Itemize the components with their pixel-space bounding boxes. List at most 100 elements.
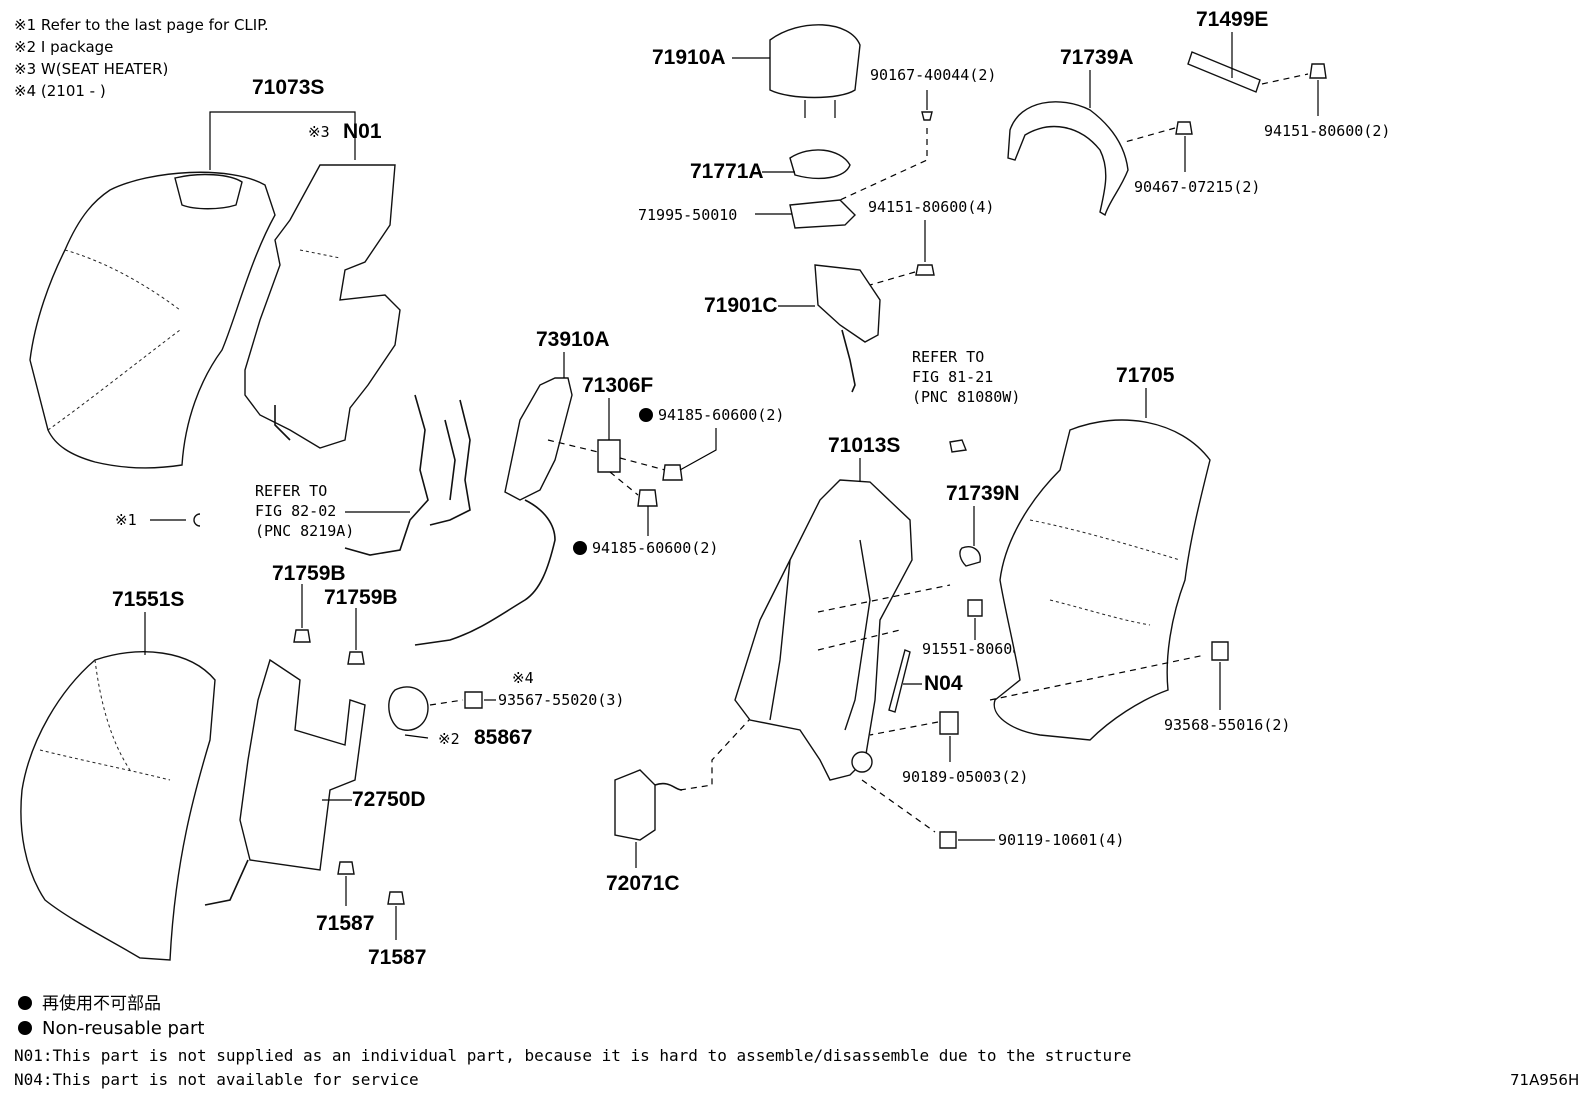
label-93567: 93567-55020(3) <box>498 691 624 709</box>
label-93568: 93568-55016(2) <box>1164 716 1290 734</box>
label-71306F: 71306F <box>582 374 653 397</box>
label-72750D: 72750D <box>352 788 426 811</box>
seatback-frame-illustration <box>734 479 913 781</box>
non-reusable-dot-b <box>573 541 587 555</box>
label-71705: 71705 <box>1116 364 1175 387</box>
seatback-cover-illustration <box>29 171 276 469</box>
label-73910A: 73910A <box>536 328 610 351</box>
back-board-trim-illustration <box>1007 101 1129 217</box>
bracket-illustration <box>789 199 856 229</box>
bracket-71306F <box>597 439 621 473</box>
label-71910A: 71910A <box>652 46 726 69</box>
refer-82-3: (PNC 8219A) <box>255 522 354 540</box>
connector-81080W-icon <box>949 439 967 453</box>
dash-frame-b <box>817 629 901 651</box>
dash-71306F-b <box>619 457 666 471</box>
label-71587-a: 71587 <box>316 912 374 935</box>
label-90467: 90467-07215(2) <box>1134 178 1260 196</box>
label-94185-a: 94185-60600(2) <box>658 406 784 424</box>
refer-82-1: REFER TO <box>255 482 327 500</box>
clip-71587-b <box>387 891 405 905</box>
label-71073S: 71073S <box>252 76 324 99</box>
label-71759B-a: 71759B <box>272 562 346 585</box>
label-71759B-b: 71759B <box>324 586 398 609</box>
headrest-illustration <box>769 24 861 118</box>
bolt-90119-icon <box>939 831 957 849</box>
label-72071C: 72071C <box>606 872 680 895</box>
legend-en: Non-reusable part <box>42 1018 204 1039</box>
clip-90189-icon <box>939 711 959 735</box>
label-90119: 90119-10601(4) <box>998 831 1124 849</box>
footnote-N01: N01:This part is not supplied as an indi… <box>14 1046 1131 1065</box>
nut-icon-2 <box>1309 63 1327 79</box>
label-71739A: 71739A <box>1060 46 1134 69</box>
dash-90467 <box>1124 127 1176 143</box>
mark-1: ※1 <box>115 511 137 529</box>
non-reusable-dot-legend-en <box>18 1021 32 1035</box>
dash-71306F-a <box>547 439 599 453</box>
label-71995: 71995-50010 <box>638 206 737 224</box>
non-reusable-dot-legend-jp <box>18 996 32 1010</box>
dash-93567 <box>429 699 464 706</box>
label-94185-b: 94185-60600(2) <box>592 539 718 557</box>
dash-frame-a <box>817 584 951 613</box>
motor-85867-illustration <box>388 686 429 731</box>
refer-82-2: FIG 82-02 <box>255 502 336 520</box>
dash-90189 <box>869 721 939 736</box>
headrest-support-illustration <box>814 264 881 393</box>
wire-harness-illustration <box>344 394 471 556</box>
label-71499E: 71499E <box>1196 8 1268 31</box>
leader-85867 <box>404 734 429 739</box>
dash-71499E <box>1261 73 1309 85</box>
label-71771A: 71771A <box>690 160 764 183</box>
leader-71073S <box>209 111 356 170</box>
plate-illustration <box>1187 51 1261 93</box>
nut-icon <box>915 264 935 276</box>
label-94151-4: 94151-80600(4) <box>868 198 994 216</box>
label-71551S: 71551S <box>112 588 184 611</box>
mark-2: ※2 <box>438 730 460 748</box>
clip-71759B-b <box>347 651 365 665</box>
dash-90119 <box>861 779 936 833</box>
dash-94151-4 <box>869 271 916 286</box>
label-71901C: 71901C <box>704 294 778 317</box>
nut-icon-a <box>662 464 683 481</box>
motor-72071C-illustration <box>614 769 683 841</box>
side-airbag-illustration <box>414 377 573 646</box>
seatback-board-illustration <box>20 651 216 961</box>
refer-81-2: FIG 81-21 <box>912 368 993 386</box>
bolt-91551-icon <box>967 599 983 617</box>
label-91551: 91551-80608 <box>922 640 1021 658</box>
trim-cover-illustration <box>789 149 851 180</box>
label-90189: 90189-05003(2) <box>902 768 1028 786</box>
legend-jp: 再使用不可部品 <box>42 993 161 1014</box>
label-71587-b: 71587 <box>368 946 426 969</box>
footnote-N04: N04:This part is not available for servi… <box>14 1070 419 1089</box>
label-71739N: 71739N <box>946 482 1020 505</box>
clip-icon <box>193 513 201 527</box>
label-90167: 90167-40044(2) <box>870 66 996 84</box>
dash-90167 <box>839 128 928 201</box>
clip-icon-90467 <box>1175 121 1193 135</box>
label-N01: N01 <box>343 120 382 143</box>
dash-71705 <box>989 654 1206 701</box>
label-71013S: 71013S <box>828 434 900 457</box>
mark-3: ※3 <box>308 123 330 141</box>
bolt-icon <box>921 111 933 121</box>
note-4: ※4 (2101 - ) <box>14 82 106 100</box>
rod-N04-illustration <box>888 649 911 713</box>
dash-71306F-c <box>609 471 639 496</box>
clip-71587-a <box>337 861 355 875</box>
note-1: ※1 Refer to the last page for CLIP. <box>14 16 269 34</box>
note-3: ※3 W(SEAT HEATER) <box>14 60 168 78</box>
label-N04: N04 <box>924 672 963 695</box>
refer-81-3: (PNC 81080W) <box>912 388 1020 406</box>
clip-71759B-a <box>293 629 311 643</box>
seat-heater-illustration <box>244 164 401 449</box>
screw-93568-icon <box>1211 641 1229 661</box>
lumbar-support-illustration <box>204 658 366 906</box>
note-2: ※2 I package <box>14 38 113 56</box>
screw-93567-icon <box>464 691 483 709</box>
clip-71739N-icon <box>959 546 981 567</box>
